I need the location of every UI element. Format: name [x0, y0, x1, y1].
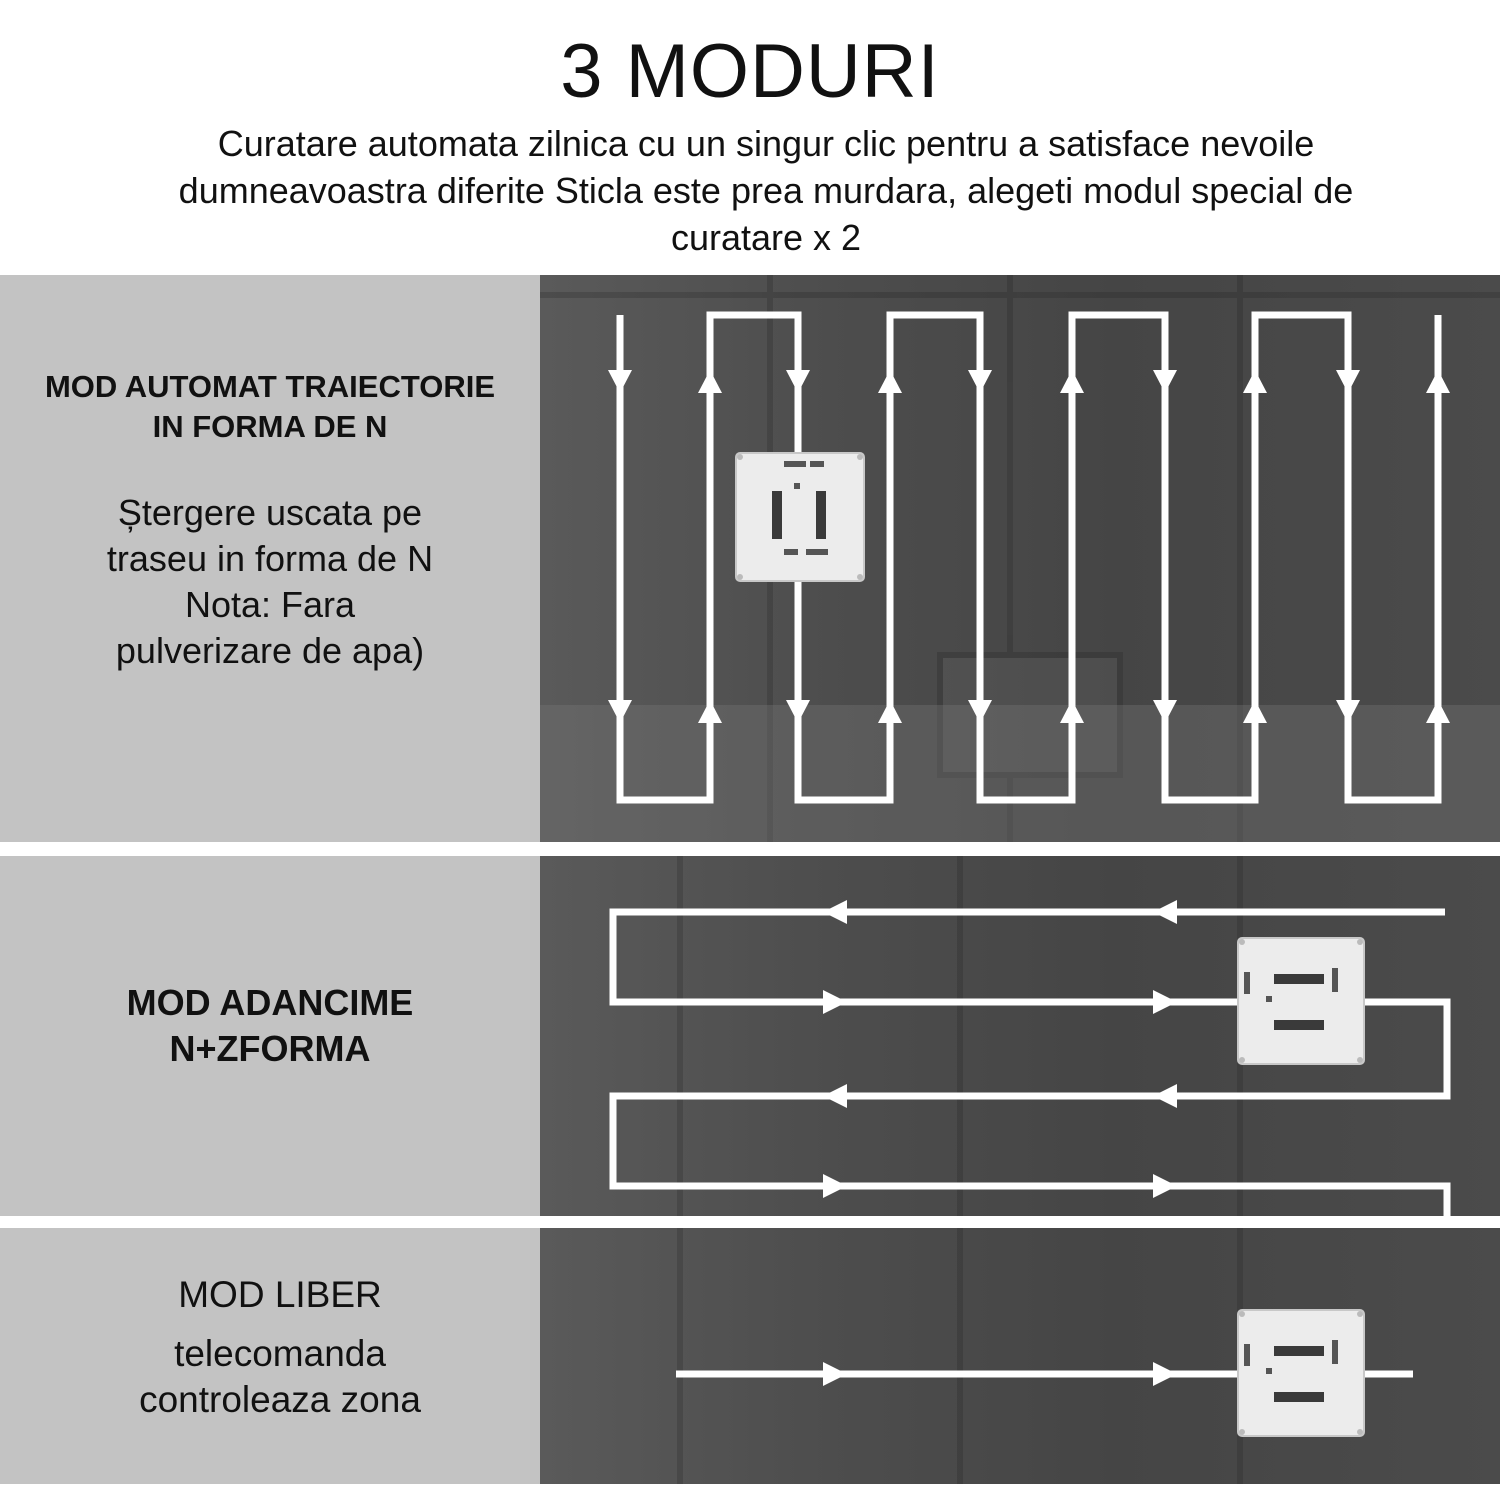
header: 3 MODURI Curatare automata zilnica cu un… [0, 0, 1500, 275]
mode-deep-title-line2: N+ZFORMA [169, 1028, 371, 1069]
deep-path-diagram [609, 856, 1451, 1216]
mode-free-section: MOD LIBER telecomanda controleaza zona [0, 1228, 1500, 1484]
arrow-up-icon [698, 700, 722, 723]
arrow-up-icon [878, 370, 902, 393]
mode-deep-section: MOD ADANCIME N+ZFORMA [0, 856, 1500, 1216]
mode-free-text-panel: MOD LIBER telecomanda controleaza zona [0, 1228, 540, 1484]
arrow-left-icon [1153, 1084, 1177, 1108]
mode-n-shape-desc-line: traseu in forma de N [106, 538, 434, 579]
mode-deep-title-line1: MOD ADANCIME [126, 982, 414, 1023]
mode-deep-text-panel: MOD ADANCIME N+ZFORMA [0, 856, 540, 1216]
mode-n-shape-desc-line: Ștergere uscata pe [117, 492, 423, 533]
mode-n-shape-desc-line: Nota: Fara [184, 584, 356, 625]
mode-free-title: MOD LIBER [178, 1274, 382, 1315]
arrow-down-icon [1336, 370, 1360, 393]
mode-deep-scene [540, 856, 1500, 1216]
arrow-left-icon [823, 1084, 847, 1108]
n-shape-path-diagram [540, 275, 1500, 842]
arrow-left-icon [1153, 900, 1177, 924]
arrow-right-icon [1153, 1174, 1177, 1198]
arrow-left-icon [823, 900, 847, 924]
mode-n-shape-text-panel: MOD AUTOMAT TRAIECTORIE IN FORMA DE N Șt… [0, 275, 540, 842]
arrow-up-icon [1426, 370, 1450, 393]
arrow-down-icon [786, 370, 810, 393]
mode-free-description: telecomanda controleaza zona [10, 1331, 550, 1423]
arrow-up-icon [1426, 700, 1450, 723]
mode-free-desc-line: telecomanda [174, 1333, 386, 1374]
arrow-down-icon [608, 370, 632, 393]
mode-n-shape-scene [540, 275, 1500, 842]
mode-n-shape-title: MOD AUTOMAT TRAIECTORIE IN FORMA DE N [0, 367, 540, 447]
arrow-down-icon [1336, 700, 1360, 723]
mode-free-scene [540, 1228, 1500, 1484]
arrow-right-icon [823, 1174, 847, 1198]
mode-n-shape-title-line1: MOD AUTOMAT TRAIECTORIE [44, 369, 496, 404]
window-robot-icon [1237, 1309, 1365, 1437]
arrow-up-icon [1243, 700, 1267, 723]
arrow-up-icon [1060, 700, 1084, 723]
arrow-up-icon [698, 370, 722, 393]
arrow-right-icon [823, 990, 847, 1014]
mode-n-shape-desc-line: pulverizare de apa) [115, 630, 425, 671]
page-title: 3 MODURI [560, 29, 940, 114]
arrow-down-icon [968, 370, 992, 393]
arrow-down-icon [1153, 700, 1177, 723]
arrow-right-icon [1153, 1362, 1177, 1386]
arrow-down-icon [1153, 370, 1177, 393]
mode-deep-title: MOD ADANCIME N+ZFORMA [0, 980, 540, 1072]
n-shape-trajectory [616, 311, 1442, 804]
arrow-up-icon [878, 700, 902, 723]
arrow-down-icon [608, 700, 632, 723]
mode-n-shape-description: Ștergere uscata pe traseu in forma de N … [0, 490, 540, 674]
window-robot-icon [735, 452, 865, 582]
arrow-right-icon [823, 1362, 847, 1386]
arrow-up-icon [1243, 370, 1267, 393]
arrow-down-icon [968, 700, 992, 723]
arrow-right-icon [1153, 990, 1177, 1014]
arrow-down-icon [786, 700, 810, 723]
mode-n-shape-title-line2: IN FORMA DE N [152, 409, 388, 444]
arrow-up-icon [1060, 370, 1084, 393]
mode-n-shape-section: MOD AUTOMAT TRAIECTORIE IN FORMA DE N Șt… [0, 275, 1500, 842]
mode-free-desc-line: controleaza zona [139, 1379, 421, 1420]
page-subtitle: Curatare automata zilnica cu un singur c… [178, 123, 1354, 258]
window-robot-icon [1237, 937, 1365, 1065]
free-path-diagram [676, 1228, 1413, 1484]
